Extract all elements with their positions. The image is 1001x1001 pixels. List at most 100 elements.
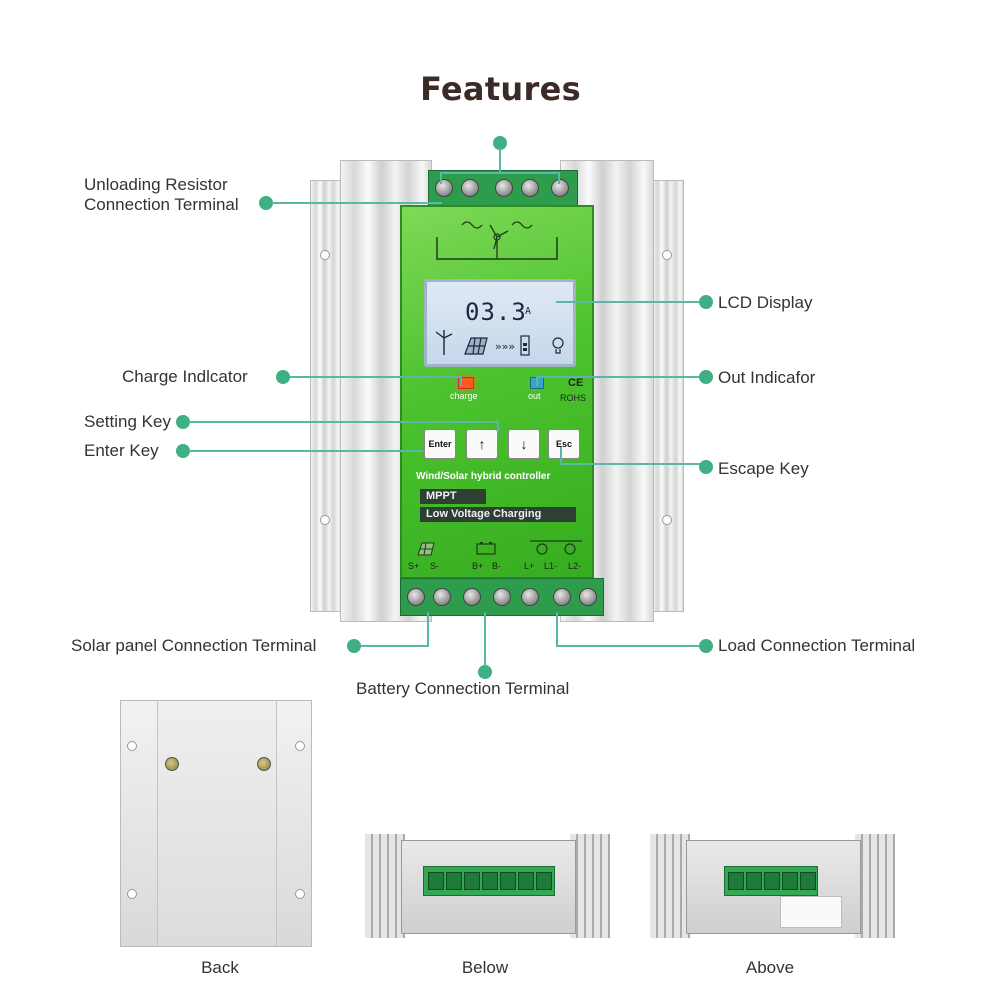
low-voltage-band: Low Voltage Charging: [420, 507, 576, 522]
back-bolt: [257, 757, 271, 771]
terminal-screw: [435, 179, 453, 197]
terminal-slot: [728, 872, 744, 890]
front-panel: 03.3 A »»» charge out CE ROHS Enter: [400, 205, 594, 579]
callout-line: [272, 202, 442, 204]
terminal-slot: [464, 872, 480, 890]
back-view-plate: [120, 700, 312, 947]
callout-line: [560, 463, 706, 465]
mount-hole: [295, 741, 305, 751]
callout-dot-setting: [176, 415, 190, 429]
terminal-screw: [461, 179, 479, 197]
above-terminal-block: [724, 866, 818, 896]
term-label-b-plus: B+: [472, 561, 484, 571]
lcd-solar-icon: [464, 337, 488, 355]
terminal-slot: [746, 872, 762, 890]
terminal-screw: [463, 588, 481, 606]
label-load-terminal: Load Connection Terminal: [718, 636, 916, 655]
solar-panel-icon: [417, 542, 435, 556]
callout-line: [536, 376, 538, 386]
terminal-screw: [551, 179, 569, 197]
callout-line: [440, 172, 442, 184]
term-label-l2-minus: L2-: [568, 561, 582, 571]
label-charge-indicator: Charge Indlcator: [122, 367, 248, 386]
right-flange: [652, 180, 684, 612]
setting-key-up[interactable]: ↑: [466, 429, 498, 459]
label-lcd-display: LCD Display: [718, 293, 813, 312]
caption-below: Below: [461, 958, 509, 977]
terminal-screw: [553, 588, 571, 606]
terminal-screw: [521, 179, 539, 197]
left-flange: [310, 180, 342, 612]
wind-turbine-schematic-icon: [436, 221, 558, 260]
callout-dot-unloading-top: [493, 136, 507, 150]
callout-line: [558, 172, 560, 184]
terminal-slot: [482, 872, 498, 890]
callout-dot-out: [699, 370, 713, 384]
label-enter-key: Enter Key: [84, 441, 159, 460]
mount-hole: [295, 889, 305, 899]
callout-line: [556, 645, 706, 647]
callout-line: [536, 376, 706, 378]
callout-line: [289, 376, 461, 378]
callout-dot-charge: [276, 370, 290, 384]
mount-hole: [320, 515, 330, 525]
callout-dot-unloading: [259, 196, 273, 210]
terminal-screw: [521, 588, 539, 606]
terminal-slot: [764, 872, 780, 890]
callout-line: [560, 447, 562, 463]
lcd-arrows: »»»: [495, 340, 515, 353]
above-fins-left: [650, 834, 690, 938]
callout-line: [460, 376, 462, 386]
terminal-slot: [518, 872, 534, 890]
callout-line: [499, 148, 501, 172]
above-view: [650, 826, 895, 946]
term-label-l1-minus: L1-: [544, 561, 558, 571]
mount-hole: [662, 250, 672, 260]
controller-device: 03.3 A »»» charge out CE ROHS Enter: [300, 160, 690, 622]
mount-hole: [127, 741, 137, 751]
mppt-band: MPPT: [420, 489, 486, 504]
term-label-b-minus: B-: [492, 561, 501, 571]
label-setting-key: Setting Key: [84, 412, 171, 431]
callout-line: [189, 421, 499, 423]
mount-hole: [662, 515, 672, 525]
mount-hole: [127, 889, 137, 899]
model-text: Wind/Solar hybrid controller: [416, 471, 551, 482]
term-label-s-minus: S-: [430, 561, 439, 571]
callout-line: [360, 645, 429, 647]
terminal-screw: [407, 588, 425, 606]
escape-key[interactable]: Esc: [548, 429, 580, 459]
above-sticker: [780, 896, 842, 928]
above-fins-right: [855, 834, 895, 938]
terminal-screw: [493, 588, 511, 606]
callout-line: [440, 172, 560, 174]
enter-key[interactable]: Enter: [424, 429, 456, 459]
callout-dot-load: [699, 639, 713, 653]
caption-back: Back: [201, 958, 239, 977]
callout-dot-escape: [699, 460, 713, 474]
terminal-screw: [433, 588, 451, 606]
setting-key-down[interactable]: ↓: [508, 429, 540, 459]
term-label-l-plus: L+: [524, 561, 535, 571]
terminal-slot: [428, 872, 444, 890]
lcd-battery-icon: [520, 335, 530, 356]
callout-line: [427, 612, 429, 646]
page-title: Features: [420, 70, 581, 108]
lcd-wind-icon: [435, 330, 453, 355]
terminal-slot: [500, 872, 516, 890]
caption-above: Above: [745, 958, 795, 977]
callout-line: [556, 301, 706, 303]
unloading-terminal-block: [428, 170, 578, 206]
terminal-slot: [536, 872, 552, 890]
battery-icon: [476, 542, 496, 555]
ce-mark: CE: [568, 377, 584, 389]
out-led-label: out: [528, 391, 541, 401]
callout-dot-solar: [347, 639, 361, 653]
back-view-panel: [157, 701, 277, 946]
below-fins-right: [570, 834, 610, 938]
load-lamp-icon: [530, 540, 582, 555]
label-escape-key: Escape Key: [718, 459, 809, 478]
label-out-indicator: Out Indicafor: [718, 368, 816, 387]
label-unloading-terminal: Unloading Resistor Connection Terminal: [84, 175, 239, 214]
mount-hole: [320, 250, 330, 260]
